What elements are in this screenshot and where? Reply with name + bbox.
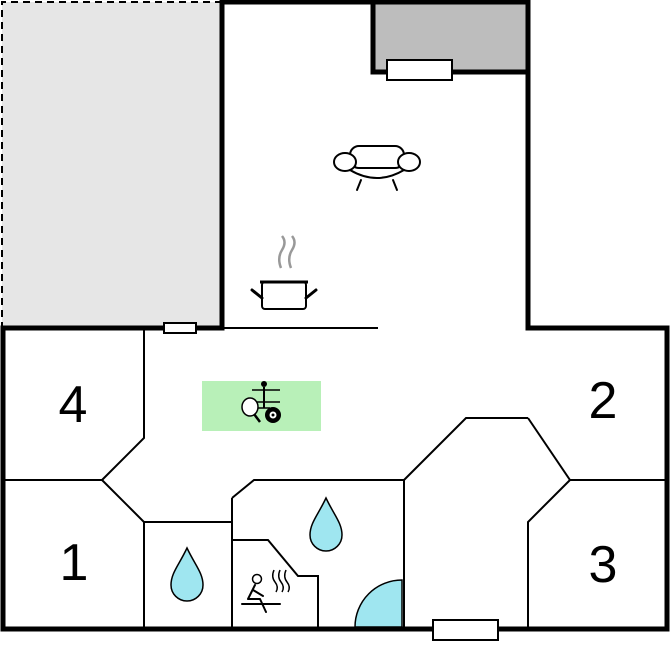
wall-sauna xyxy=(232,539,319,629)
terrace-fill xyxy=(2,2,222,328)
shower-quarter-circle-icon xyxy=(354,579,403,628)
room-number-3: 3 xyxy=(589,536,618,594)
terrace-dashed-outline xyxy=(1,1,222,328)
room-number-1: 1 xyxy=(60,534,89,592)
window-top xyxy=(386,59,453,81)
window-bottom xyxy=(432,619,499,641)
window-terrace xyxy=(163,322,197,334)
covered-area-wall xyxy=(373,0,531,72)
cooking-pot-icon xyxy=(250,235,318,310)
room-number-4: 4 xyxy=(59,376,88,434)
wall-hall-east xyxy=(403,417,528,481)
sauna-icon xyxy=(241,569,291,613)
terrace xyxy=(1,1,222,328)
games-icon xyxy=(241,381,281,423)
outer-wall xyxy=(0,0,670,632)
interior-walls xyxy=(3,328,667,629)
sofa-icon xyxy=(333,145,421,191)
games-area xyxy=(202,381,321,431)
wall-room-3 xyxy=(527,479,571,629)
wall-bath-large-top xyxy=(231,479,405,629)
water-drop-icon-large-bath xyxy=(309,496,343,552)
wall-room-1 xyxy=(101,479,145,629)
wall-room-4 xyxy=(101,328,145,481)
room-number-2: 2 xyxy=(589,372,618,430)
water-drop-icon-small-bath xyxy=(170,546,204,602)
games-area-fill xyxy=(202,381,321,431)
